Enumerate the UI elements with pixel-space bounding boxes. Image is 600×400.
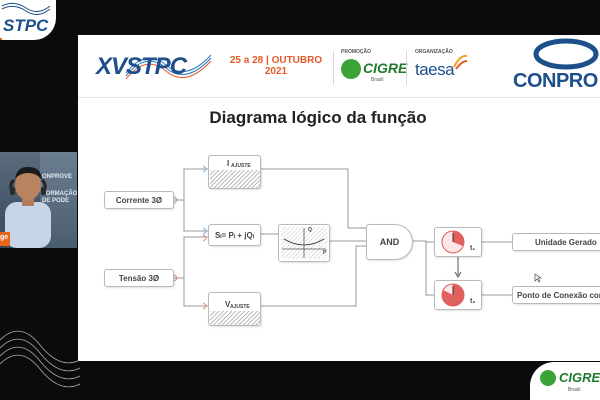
promo-label: PROMOÇÃO <box>341 49 371 55</box>
slide-title: Diagrama lógico da função <box>209 108 427 127</box>
header-separator <box>333 51 334 85</box>
bottom-cigre-badge: CIGRE Brasil <box>530 362 600 400</box>
conprove-ring-icon <box>533 38 599 70</box>
sponsor-name: CONPRO <box>513 70 598 92</box>
output-ponto-conexao: Ponto de Conexão com <box>512 286 600 304</box>
taesa-swoosh-icon <box>453 54 468 70</box>
block-power: Sₗ= Pₗ + jQₗ <box>208 224 261 246</box>
logic-diagram-wires <box>173 165 512 310</box>
timer-t1-icon <box>441 230 465 254</box>
presenter-name-text: ge <box>0 234 9 241</box>
webcam-feed: ONPROVE FORMAÇÃO DE PODE ge <box>0 152 77 248</box>
corner-wave-icon <box>1 2 51 15</box>
corner-line <box>0 38 2 40</box>
org-label: ORGANIZAÇÃO <box>415 49 453 55</box>
mouse-cursor-icon <box>534 273 542 283</box>
corner-logo-text: STPC <box>3 16 49 35</box>
presenter-avatar <box>5 166 51 248</box>
webcam-banner-text: ONPROVE FORMAÇÃO DE PODE <box>42 174 77 204</box>
promoter-sub: Brasil <box>371 77 384 83</box>
output-unidade-geradora: Unidade Gerado <box>512 233 600 251</box>
timer-t1: t₁ <box>434 227 482 257</box>
block-v-hatch <box>210 311 260 325</box>
cigre-badge-sub: Brasil <box>568 387 581 393</box>
pq-characteristic-icon <box>281 227 327 259</box>
cigre-badge-text: CIGRE <box>559 370 600 385</box>
cigre-logo-icon <box>341 59 361 79</box>
slide-header: XVSTPC 25 a 28 | OUTUBRO 2021 PROMOÇÃO C… <box>78 35 600 98</box>
decorative-wave-icon <box>0 330 80 388</box>
organizer-name: taesa <box>415 60 455 79</box>
promoter-name: CIGRE <box>363 60 408 76</box>
and-gate: AND <box>366 224 413 260</box>
event-wave-icon <box>125 54 212 80</box>
timer-t2-icon <box>441 283 465 307</box>
timer-t2: t₂ <box>434 280 482 310</box>
block-pq-characteristic: Q P <box>278 224 330 262</box>
block-i-hatch <box>210 170 260 188</box>
input-tensao: Tensão 3Ø <box>104 269 174 287</box>
presentation-slide: XVSTPC 25 a 28 | OUTUBRO 2021 PROMOÇÃO C… <box>78 35 600 361</box>
input-corrente: Corrente 3Ø <box>104 191 174 209</box>
event-logo: XVSTPC <box>96 53 187 80</box>
block-i-ajuste: I AJUSTE <box>208 155 261 189</box>
block-v-ajuste: V AJUSTE <box>208 292 261 326</box>
corner-logo: STPC <box>0 0 56 40</box>
header-separator-2 <box>406 51 407 85</box>
cigre-badge-icon <box>540 370 556 386</box>
presenter-name-tag <box>0 232 10 246</box>
event-date: 25 a 28 | OUTUBRO 2021 <box>229 55 323 77</box>
